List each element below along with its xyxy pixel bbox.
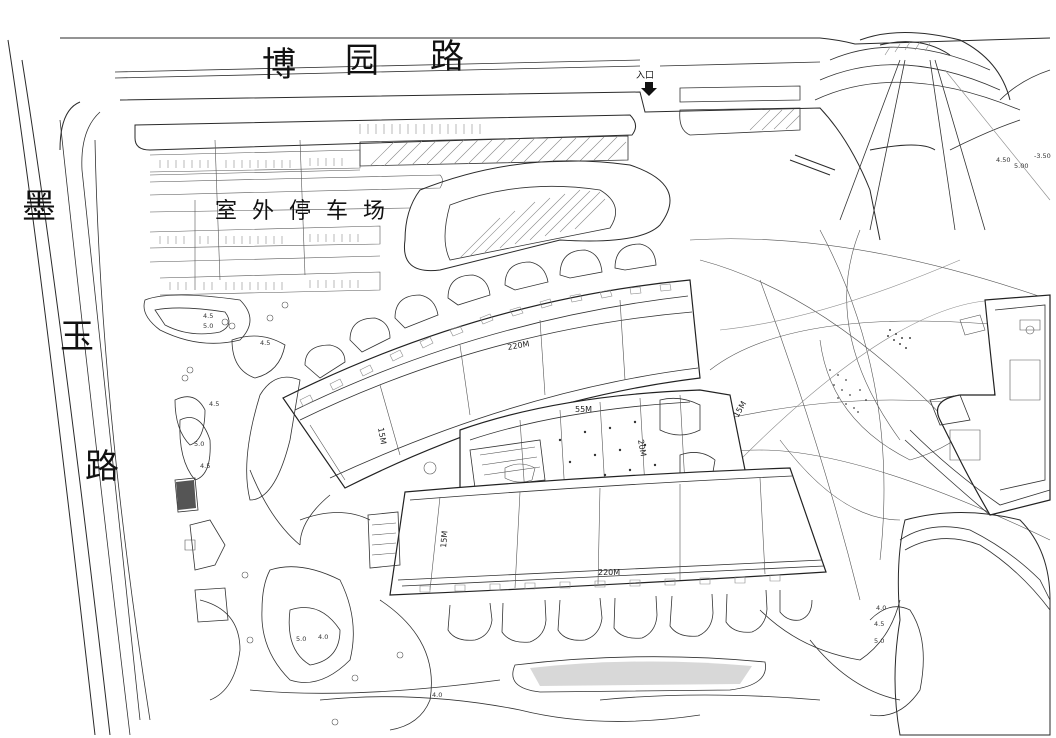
road-label-boyuan-2: 园 [345, 41, 379, 81]
east-building [904, 294, 1051, 516]
oval-lawn [403, 160, 671, 272]
parking-label: 室 外 停 车 场 [215, 199, 389, 224]
east-green [894, 512, 1051, 736]
elev-5: 5.0 [194, 440, 204, 448]
road-label-moyu-3: 路 [85, 447, 119, 487]
elev-9: 4.5 [874, 620, 884, 628]
elev-11: 4.0 [876, 604, 886, 612]
landscape-curves [143, 294, 1051, 731]
north-scallops [304, 243, 657, 379]
elev-14: 5.00 [1014, 162, 1028, 170]
road-label-boyuan-1: 博 [262, 45, 296, 85]
dotted-planting [829, 329, 911, 413]
north-wing-length: 220M [507, 339, 530, 352]
road-label-moyu-1: 墨 [22, 187, 56, 227]
east-width: 15M [732, 400, 748, 419]
road-label-boyuan-3: 路 [430, 37, 464, 77]
elev-10: 5.0 [874, 637, 884, 645]
north-wing [282, 279, 701, 489]
boyuan-road [59, 37, 1051, 151]
west-structures [174, 477, 229, 623]
elev-12: 4.0 [432, 691, 442, 699]
elev-4: 4.5 [209, 400, 219, 408]
elev-8: 4.0 [318, 633, 328, 641]
elev-6: 4.5 [200, 462, 210, 470]
parking-stalls [159, 124, 481, 290]
elev-15: -3.50 [1034, 152, 1051, 160]
elev-13: 4.50 [996, 156, 1010, 164]
entrance-arrow [641, 82, 657, 96]
north-wing-width: 15M [376, 427, 388, 445]
south-wing [367, 467, 827, 596]
elev-3: 4.5 [260, 339, 270, 347]
moyu-road [7, 39, 131, 736]
elev-7: 5.0 [296, 635, 306, 643]
road-label-moyu-2: 玉 [60, 317, 94, 357]
south-wing-width: 15M [439, 530, 449, 548]
planting-blobs [181, 301, 437, 726]
elev-2: 5.0 [203, 322, 213, 330]
south-scallops [447, 589, 813, 643]
elev-1: 4.5 [203, 312, 213, 320]
south-oval-planting [512, 656, 766, 693]
parking-lot [134, 85, 801, 296]
hatched-area-parking [359, 135, 629, 167]
entrance-label: 入口 [636, 70, 654, 81]
radial-plaza [789, 32, 1051, 231]
site-boundary [119, 91, 881, 241]
link-width: 20M [636, 439, 648, 457]
south-wing-length: 220M [598, 568, 620, 577]
center-span: 55M [575, 405, 592, 414]
